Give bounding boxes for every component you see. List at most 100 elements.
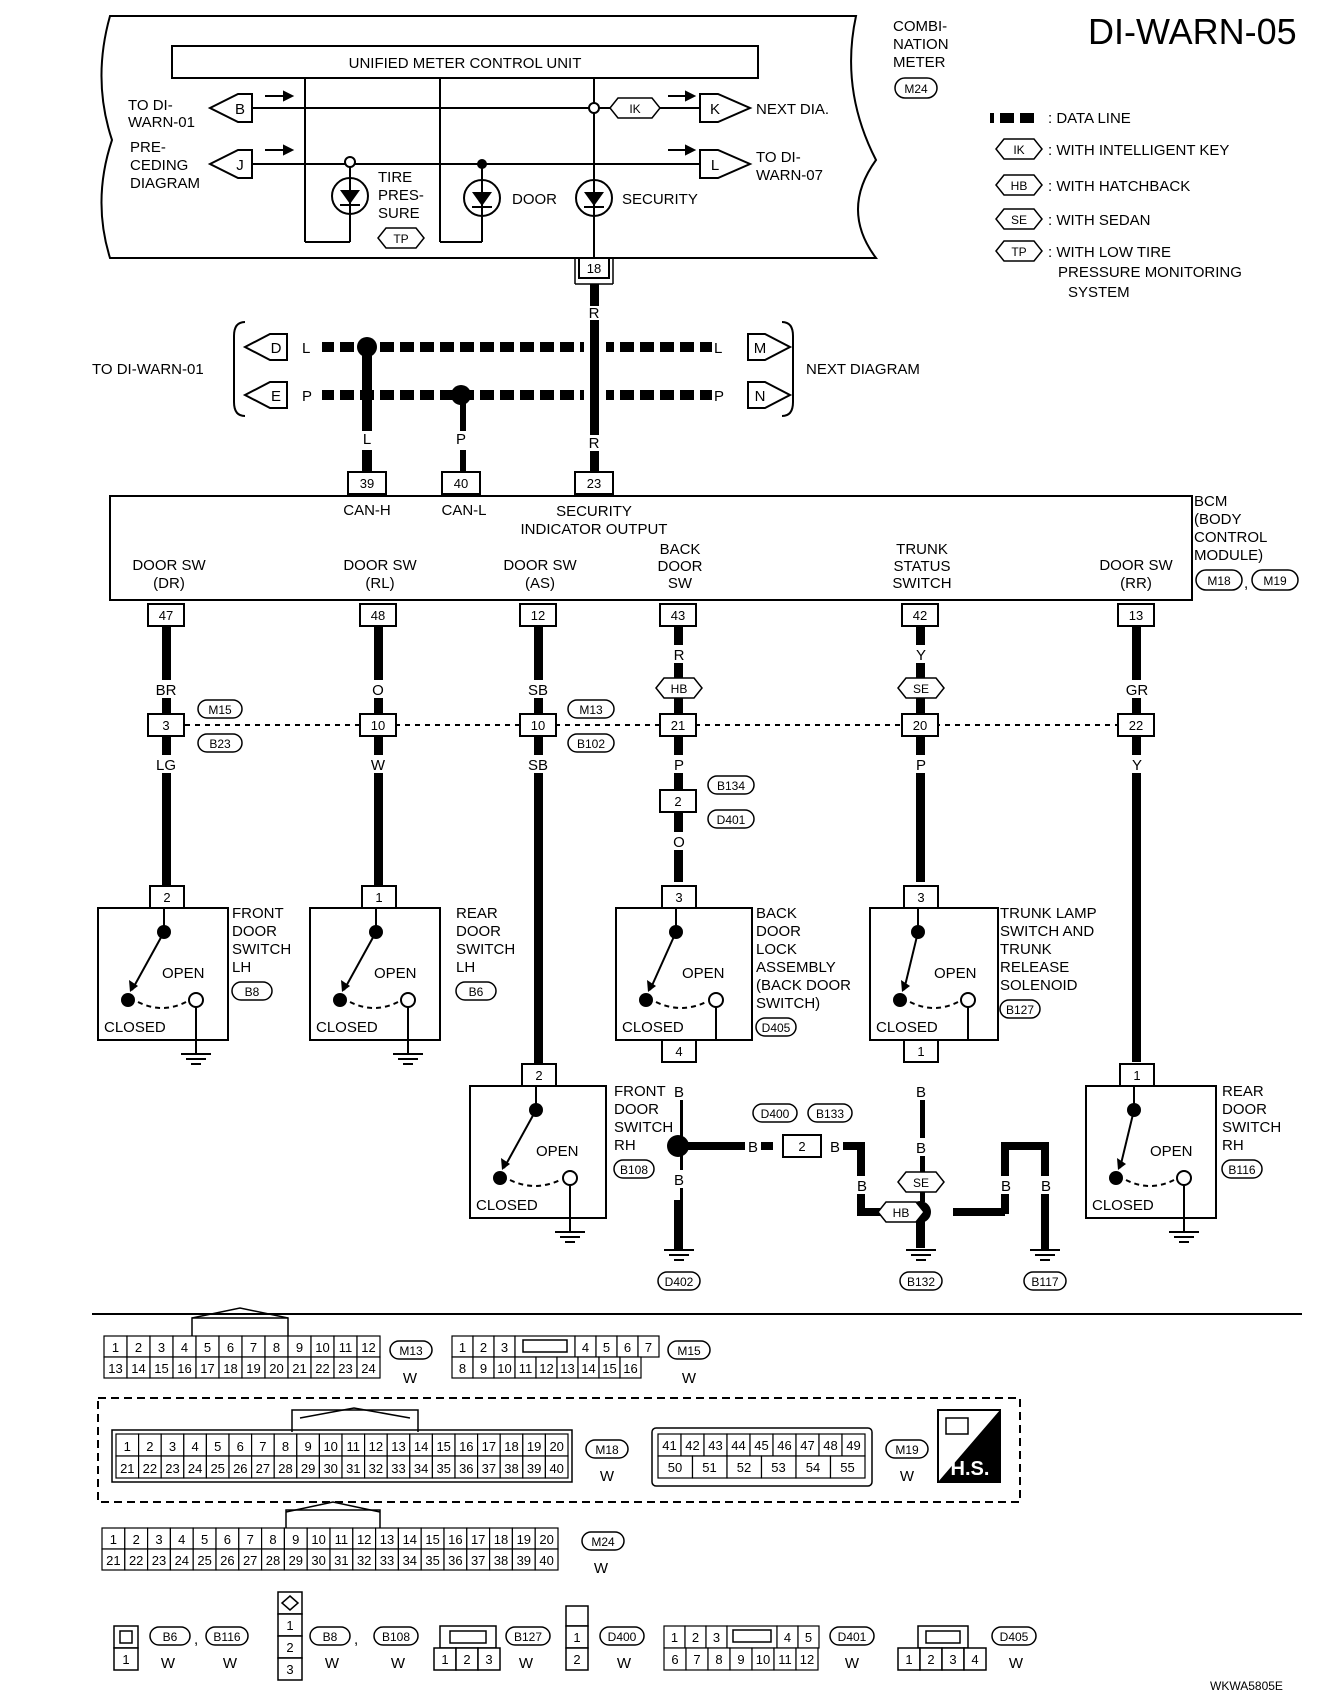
bcm-input-rr-1: DOOR SW [1099, 557, 1173, 574]
conn-b127: B127 [514, 1630, 542, 1644]
svg-text:8: 8 [459, 1361, 466, 1376]
bcm-input-trunk-2: STATUS [894, 558, 951, 575]
svg-text:37: 37 [471, 1553, 485, 1568]
bcm-input-rl-2: (RL) [365, 575, 394, 592]
next-dia: NEXT DIA. [756, 101, 829, 118]
gnd-wire-b-8: B [1001, 1178, 1011, 1195]
svg-text:48: 48 [823, 1438, 837, 1453]
can-h-label: CAN-H [343, 502, 391, 519]
connector-face-b8: 123 [277, 1591, 303, 1681]
svg-text:6: 6 [237, 1439, 244, 1454]
switch-name: REAR [1222, 1083, 1264, 1100]
joint-pin-21: 21 [671, 718, 685, 733]
tag-k: K [710, 101, 720, 118]
svg-text:35: 35 [425, 1553, 439, 1568]
conn-m13-w: W [403, 1370, 418, 1387]
closed-label: CLOSED [316, 1019, 378, 1036]
svg-text:27: 27 [256, 1461, 270, 1476]
bcm-conn-m18: M18 [1207, 574, 1231, 588]
svg-text:36: 36 [459, 1461, 473, 1476]
gnd-wire-b-7: B [857, 1178, 867, 1195]
joint-pin-10a: 10 [371, 718, 385, 733]
gnd-wire-b-6: B [916, 1140, 926, 1157]
conn-m15-w: W [682, 1370, 697, 1387]
page-code: DI-WARN-05 [1088, 11, 1297, 52]
security-out-1: SECURITY [556, 503, 632, 520]
svg-text:4: 4 [178, 1532, 185, 1547]
bcm-input-dr-1: DOOR SW [132, 557, 206, 574]
meter-unit-title: UNIFIED METER CONTROL UNIT [349, 55, 582, 72]
svg-text:7: 7 [693, 1652, 700, 1667]
security-led-label: SECURITY [622, 191, 698, 208]
switch-name: FRONT [232, 905, 284, 922]
svg-text:17: 17 [482, 1439, 496, 1454]
svg-text:18: 18 [504, 1439, 518, 1454]
svg-text:4: 4 [582, 1340, 589, 1355]
svg-text:3: 3 [949, 1652, 956, 1667]
svg-text:20: 20 [539, 1532, 553, 1547]
wire-w: W [371, 757, 386, 774]
svg-text:1: 1 [573, 1630, 580, 1645]
ground-d402: D402 [665, 1275, 694, 1289]
svg-text:10: 10 [497, 1361, 511, 1376]
conn-m19-w: W [900, 1468, 915, 1485]
svg-text:TP: TP [1011, 245, 1026, 259]
svg-text:51: 51 [702, 1460, 716, 1475]
conn-comma-2: , [354, 1631, 358, 1648]
svg-text:4: 4 [181, 1340, 188, 1355]
bcm-input-as-2: (AS) [525, 575, 555, 592]
to-warn01-1: TO DI- [128, 97, 173, 114]
switch-connector: B108 [620, 1163, 648, 1177]
conn-b116: B116 [213, 1630, 240, 1644]
switch-name: FRONT [614, 1083, 666, 1100]
switch-name: RELEASE [1000, 959, 1069, 976]
switch-name: BACK [756, 905, 797, 922]
svg-text:7: 7 [247, 1532, 254, 1547]
switch-pin-out: 1 [917, 1044, 924, 1059]
svg-text:42: 42 [685, 1438, 699, 1453]
switch-name: SWITCH [1222, 1119, 1281, 1136]
wire-br: BR [156, 682, 177, 699]
meter-label-2: NATION [893, 36, 949, 53]
svg-text:3: 3 [501, 1340, 508, 1355]
svg-text:1: 1 [112, 1340, 119, 1355]
svg-text:40: 40 [539, 1553, 553, 1568]
switch-name: LH [232, 959, 251, 976]
switch-connector: B6 [469, 985, 484, 999]
joint-pin-2: 2 [674, 794, 681, 809]
wire-p-trunk: P [916, 757, 926, 774]
switch-name: SOLENOID [1000, 977, 1078, 994]
wire-sb-lower: SB [528, 757, 548, 774]
svg-text:20: 20 [549, 1439, 563, 1454]
pin-23: 23 [587, 476, 601, 491]
svg-text:55: 55 [840, 1460, 854, 1475]
svg-text:4: 4 [191, 1439, 198, 1454]
tag-hb-ground: HB [893, 1206, 910, 1220]
bcm-input-dr-2: (DR) [153, 575, 185, 592]
svg-text:11: 11 [347, 1439, 361, 1454]
joint-pin-3: 3 [162, 718, 169, 733]
switch-name: SWITCH AND [1000, 923, 1094, 940]
wire-o-back: O [673, 834, 685, 851]
to-warn07-1: TO DI- [756, 149, 801, 166]
svg-text:28: 28 [278, 1461, 292, 1476]
tire-2: PRES- [378, 187, 424, 204]
svg-text:2: 2 [133, 1532, 140, 1547]
connector-face-b6: 1 [113, 1625, 139, 1671]
svg-text:44: 44 [731, 1438, 745, 1453]
closed-label: CLOSED [476, 1197, 538, 1214]
svg-text:1: 1 [124, 1439, 131, 1454]
svg-text:: WITH LOW TIRE: : WITH LOW TIRE [1048, 244, 1171, 261]
svg-text:3: 3 [158, 1340, 165, 1355]
svg-text:38: 38 [504, 1461, 518, 1476]
svg-text:34: 34 [403, 1553, 417, 1568]
svg-text:12: 12 [361, 1340, 375, 1355]
svg-text:PRESSURE MONITORING: PRESSURE MONITORING [1058, 264, 1242, 281]
door-led-label: DOOR [512, 191, 557, 208]
svg-text:7: 7 [259, 1439, 266, 1454]
svg-text:26: 26 [233, 1461, 247, 1476]
